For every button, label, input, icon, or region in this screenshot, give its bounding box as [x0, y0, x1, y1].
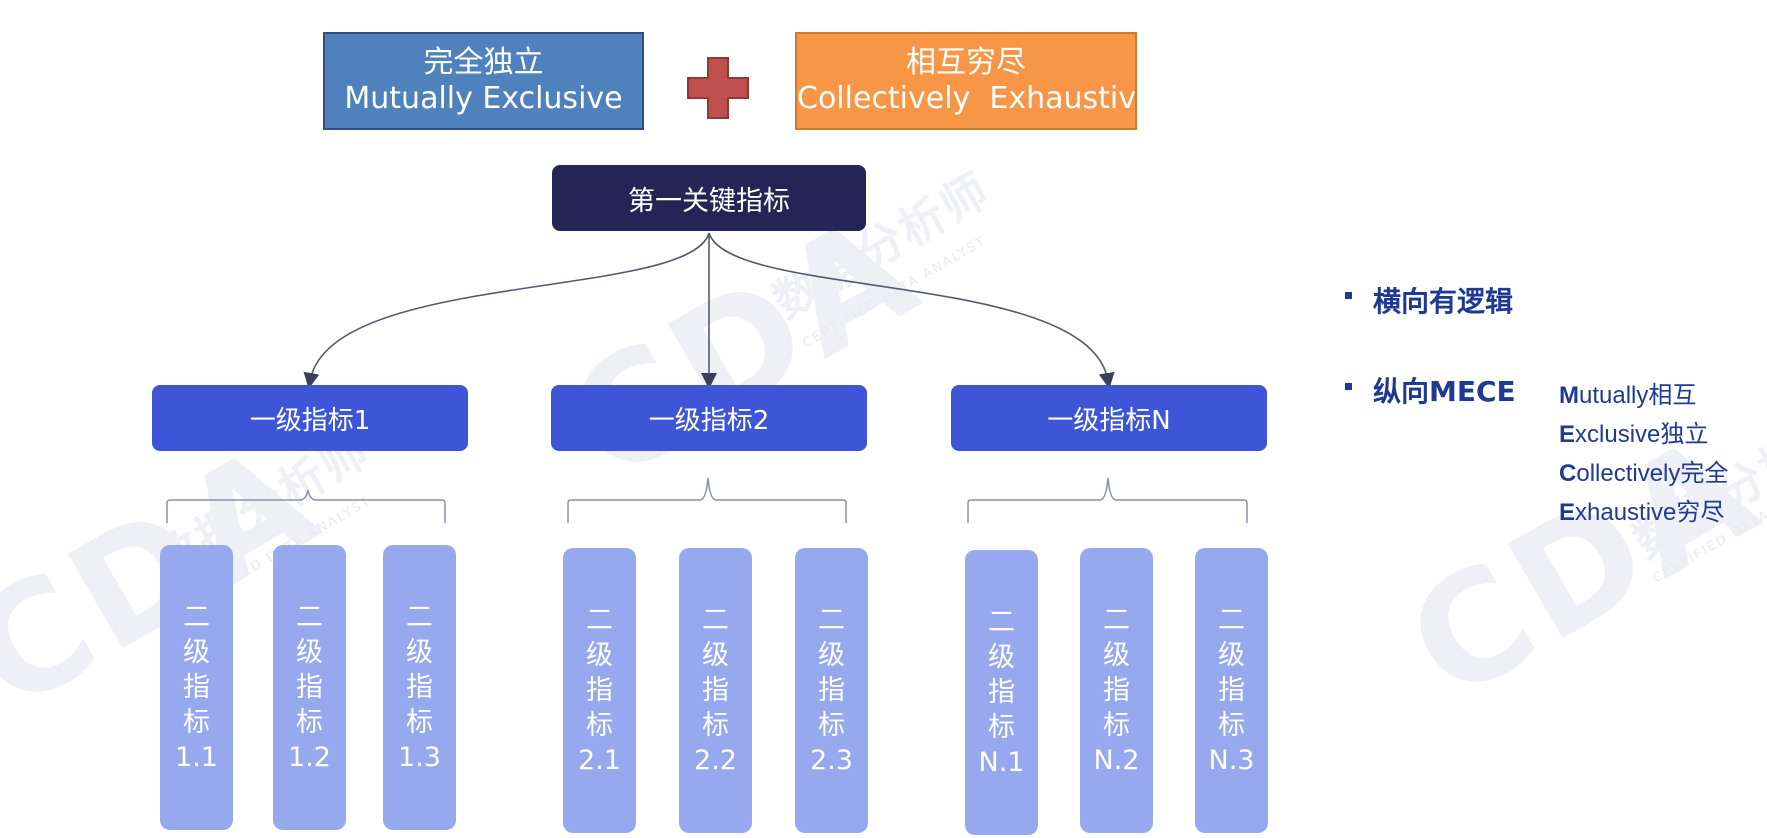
bullet-square-icon [1345, 292, 1352, 299]
mece-rest: ollectively完全 [1576, 460, 1729, 487]
connector-to-level1-1 [303, 232, 710, 389]
collectively-exhaustive-cn: 相互穷尽 [906, 45, 1026, 80]
mutually-exclusive-box: 完全独立 Mutually Exclusive [323, 32, 644, 130]
plus-icon [687, 57, 749, 119]
mece-initial: E [1559, 421, 1576, 448]
mece-line: Exhaustive穷尽 [1559, 493, 1728, 532]
mece-line: Exclusive独立 [1559, 415, 1728, 454]
level1-node-n: 一级指标N [951, 385, 1267, 451]
brace-group-2 [567, 477, 847, 523]
mece-definition-list: Mutually相互 Exclusive独立 Collectively完全 Ex… [1559, 376, 1728, 532]
level1-node-2: 一级指标2 [551, 385, 867, 451]
mece-rest: utually相互 [1579, 382, 1697, 409]
brace-group-n [967, 477, 1248, 523]
bullet-vertical-mece: 纵向MECE [1373, 375, 1516, 408]
mutually-exclusive-en: Mutually Exclusive [344, 81, 623, 116]
mece-rest: xhaustive穷尽 [1575, 499, 1725, 526]
root-kpi-node: 第一关键指标 [552, 165, 866, 231]
bullet-square-icon [1345, 383, 1352, 390]
bullet-horizontal-logic: 横向有逻辑 [1373, 285, 1514, 318]
brace-group-1 [166, 489, 446, 523]
connector-to-level1-n [708, 232, 1115, 389]
collectively-exhaustive-en: Collectively Exhaustive [797, 81, 1155, 116]
collectively-exhaustive-box: 相互穷尽 Collectively Exhaustive [795, 32, 1155, 130]
mece-initial: E [1559, 499, 1576, 526]
mutually-exclusive-cn: 完全独立 [423, 45, 544, 80]
mece-line: Mutually相互 [1559, 376, 1728, 415]
mece-rest: xclusive独立 [1575, 421, 1709, 448]
mece-initial: C [1559, 460, 1577, 487]
level1-node-1: 一级指标1 [152, 385, 468, 451]
mece-initial: M [1559, 382, 1579, 409]
mece-line: Collectively完全 [1559, 454, 1728, 493]
